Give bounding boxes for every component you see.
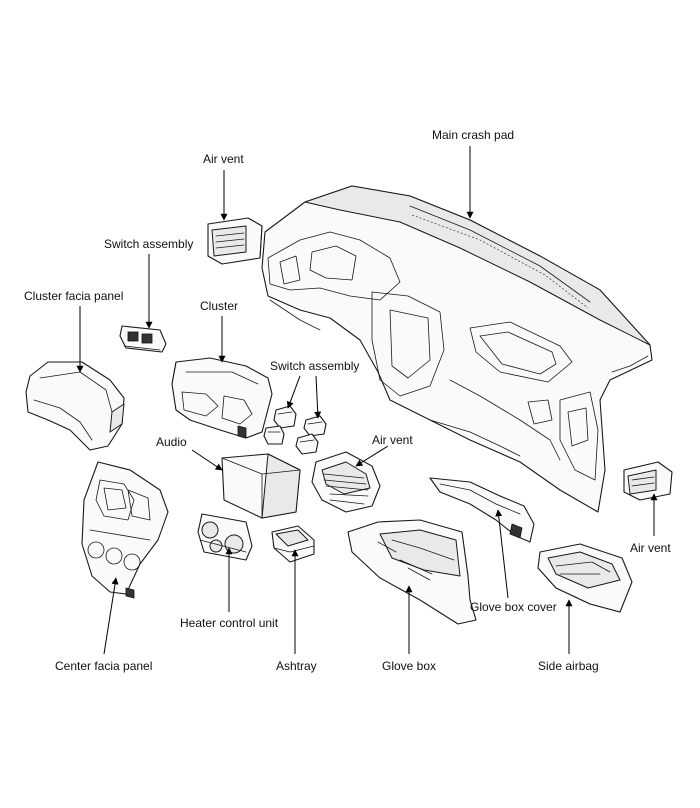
leader-air-vent-center (355, 445, 389, 467)
glove-box-part (347, 519, 477, 625)
ashtray-part (271, 525, 315, 563)
label-switch-assembly-center: Switch assembly (270, 359, 359, 373)
label-switch-assembly-left: Switch assembly (104, 237, 193, 251)
center-facia-panel-part (81, 461, 169, 599)
label-side-airbag: Side airbag (538, 659, 599, 673)
air-vent-top-part (207, 217, 263, 265)
label-cluster-facia-panel: Cluster facia panel (24, 289, 123, 303)
glove-box-cover-part (429, 477, 535, 543)
label-heater-control-unit: Heater control unit (180, 616, 279, 630)
label-cluster: Cluster (200, 299, 238, 313)
cluster-facia-panel-part (25, 361, 125, 451)
audio-part (221, 453, 301, 519)
switch-assembly-center-part (263, 405, 327, 455)
label-air-vent-top: Air vent (203, 152, 244, 166)
cluster-part (171, 357, 273, 439)
heater-control-unit-part (197, 513, 253, 561)
label-center-facia-panel: Center facia panel (55, 659, 152, 673)
leader-center-facia-panel (103, 577, 119, 655)
label-air-vent-right: Air vent (630, 541, 671, 555)
leader-glove-box-cover (495, 509, 509, 599)
label-main-crash-pad: Main crash pad (432, 128, 514, 142)
label-glove-box: Glove box (382, 659, 436, 673)
leader-switch-assembly-center-a (286, 375, 301, 409)
air-vent-center-part (311, 451, 381, 513)
side-airbag-part (537, 543, 633, 613)
leader-audio (191, 449, 223, 471)
label-ashtray: Ashtray (276, 659, 317, 673)
label-audio: Audio (156, 435, 187, 449)
air-vent-right-part (623, 461, 673, 501)
label-glove-box-cover: Glove box cover (470, 600, 557, 614)
main-crash-pad-part (261, 185, 653, 513)
switch-assembly-left-part (119, 325, 167, 353)
label-air-vent-center: Air vent (372, 433, 413, 447)
leader-switch-assembly-center-b (314, 375, 322, 419)
